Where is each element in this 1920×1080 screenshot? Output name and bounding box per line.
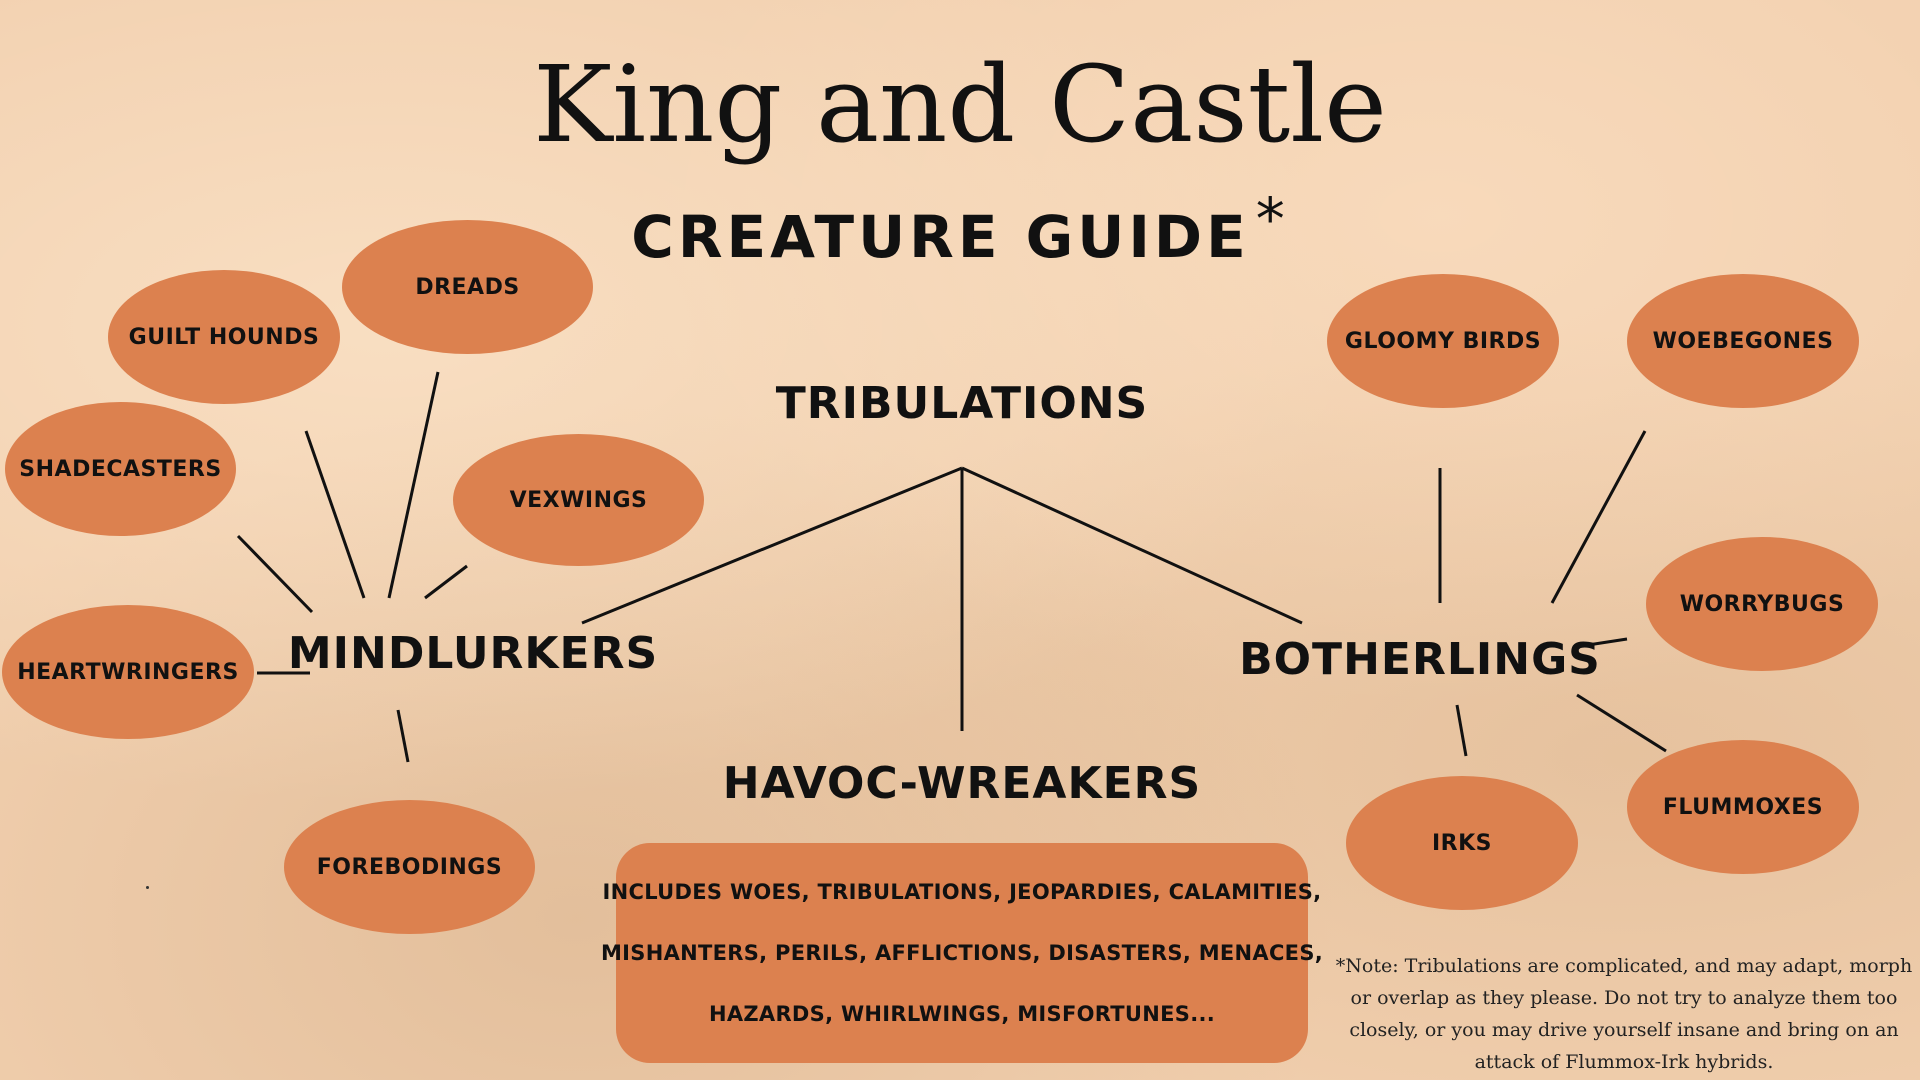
branch-mindlurkers: MINDLURKERS bbox=[287, 628, 659, 679]
havoc-includes-line: HAZARDS, WHIRLWINGS, MISFORTUNES... bbox=[708, 1001, 1216, 1026]
connector-mindlurkers-vexwings bbox=[424, 564, 468, 600]
footnote-line: attack of Flummox-Irk hybrids. bbox=[1474, 1051, 1774, 1073]
node-heartwringers: HEARTWRINGERS bbox=[2, 605, 254, 739]
node-gloomy-birds: GLOOMY BIRDS bbox=[1327, 274, 1559, 408]
footnote-line: or overlap as they please. Do not try to… bbox=[1350, 987, 1898, 1009]
node-irks: IRKS bbox=[1346, 776, 1578, 910]
footnote-line: *Note: Tribulations are complicated, and… bbox=[1335, 955, 1913, 977]
connector-botherlings-worrybugs bbox=[1574, 637, 1628, 649]
connector-botherlings-irks bbox=[1455, 704, 1468, 757]
node-guilt-hounds: GUILT HOUNDS bbox=[108, 270, 340, 404]
connector-botherlings-woebegones bbox=[1550, 430, 1647, 604]
node-forebodings: FOREBODINGS bbox=[284, 800, 535, 934]
node-worrybugs: WORRYBUGS bbox=[1646, 537, 1878, 671]
node-shadecasters: SHADECASTERS bbox=[5, 402, 236, 536]
connector-root-mindlurkers bbox=[581, 466, 963, 625]
connector-mindlurkers-dreads bbox=[387, 371, 440, 599]
node-vexwings: VEXWINGS bbox=[453, 434, 704, 566]
node-woebegones: WOEBEGONES bbox=[1627, 274, 1859, 408]
connector-root-botherlings bbox=[961, 466, 1303, 625]
subtitle-asterisk: * bbox=[1255, 185, 1289, 253]
connector-botherlings-flummoxes bbox=[1576, 693, 1667, 753]
node-flummoxes: FLUMMOXES bbox=[1627, 740, 1859, 874]
root-node-tribulations: TRIBULATIONS bbox=[775, 378, 1149, 429]
connector-mindlurkers-guilt-hounds bbox=[304, 430, 366, 599]
node-dreads: DREADS bbox=[342, 220, 593, 354]
connector-mindlurkers-shadecasters bbox=[236, 534, 314, 614]
branch-botherlings: BOTHERLINGS bbox=[1239, 634, 1601, 685]
havoc-includes-line: INCLUDES WOES, TRIBULATIONS, JEOPARDIES,… bbox=[602, 879, 1322, 904]
havoc-includes-box: INCLUDES WOES, TRIBULATIONS, JEOPARDIES,… bbox=[601, 843, 1323, 1063]
page-title: King and Castle bbox=[533, 43, 1387, 166]
page-subtitle: CREATURE GUIDE* bbox=[0, 190, 1920, 266]
footnote-line: closely, or you may drive yourself insan… bbox=[1349, 1019, 1899, 1041]
branch-havoc-wreakers: HAVOC-WREAKERS bbox=[722, 758, 1202, 809]
havoc-includes-line: MISHANTERS, PERILS, AFFLICTIONS, DISASTE… bbox=[600, 940, 1324, 965]
stray-dot bbox=[146, 886, 149, 889]
footnote: *Note: Tribulations are complicated, and… bbox=[1334, 950, 1914, 1078]
subtitle-text: CREATURE GUIDE bbox=[631, 203, 1250, 271]
connector-mindlurkers-forebodings bbox=[396, 709, 410, 763]
